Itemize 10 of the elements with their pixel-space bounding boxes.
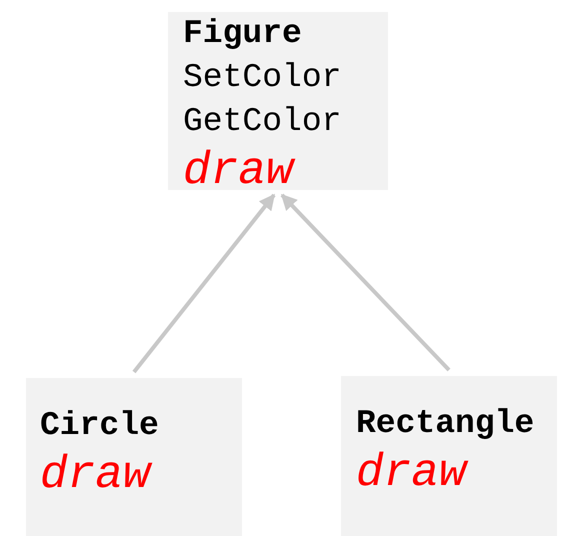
inheritance-arrow: [132, 194, 276, 374]
method-name: draw: [40, 448, 154, 502]
method-name: draw: [183, 144, 296, 198]
method-name: draw: [356, 446, 470, 500]
method-name: SetColor: [183, 58, 342, 98]
inheritance-arrow: [280, 194, 450, 372]
class-name: Figure: [183, 14, 303, 54]
class-name: Rectangle: [356, 404, 536, 444]
class-name: Circle: [40, 406, 160, 446]
method-name: GetColor: [183, 102, 342, 142]
